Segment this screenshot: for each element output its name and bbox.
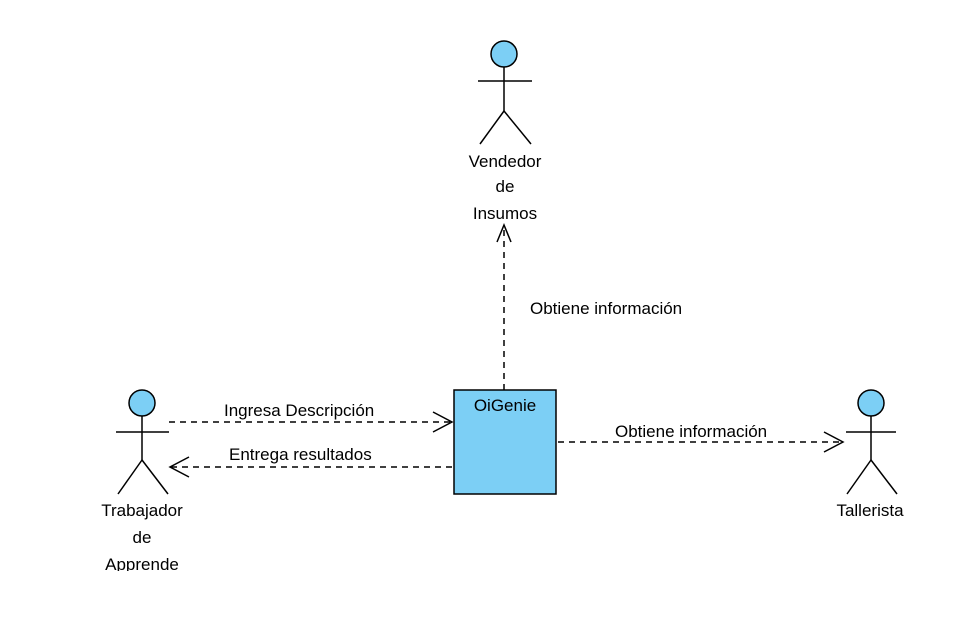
actor-vendedor-label-line-1: Vendedor (469, 152, 542, 171)
actor-tallerista-label: Tallerista (836, 501, 904, 520)
actor-trabajador-left-leg (117, 459, 143, 495)
actor-tallerista: Tallerista (836, 389, 904, 520)
actor-tallerista-left-leg (846, 459, 872, 495)
dependency-to-tallerista-label: Obtiene información (615, 422, 767, 441)
dependency-to-vendedor-label: Obtiene información (530, 299, 682, 318)
actor-trabajador-right-leg (141, 459, 169, 495)
actor-tallerista-head (857, 389, 885, 417)
actor-trabajador-label-line-3: Apprende (105, 555, 179, 571)
actor-vendedor-left-leg (479, 110, 505, 145)
actor-trabajador-de-apprende: Trabajador de Apprende (101, 389, 183, 571)
actor-trabajador-head (128, 389, 156, 417)
dependency-to-trabajador: Entrega resultados (168, 445, 452, 478)
dependency-to-vendedor: Obtiene información (496, 223, 682, 390)
dependency-to-trabajador-label: Entrega resultados (229, 445, 372, 464)
system-oigenie-label: OiGenie (474, 396, 536, 415)
actor-vendedor-label-line-3: Insumos (473, 204, 537, 223)
actor-trabajador-label-line-2: de (133, 528, 152, 547)
actor-vendedor-head (490, 40, 518, 68)
dependency-to-trabajador-arrowhead (168, 456, 190, 478)
system-oigenie-box[interactable] (453, 389, 557, 495)
actor-vendedor-right-leg (503, 110, 532, 145)
dependency-to-tallerista: Obtiene información (558, 422, 845, 453)
actor-vendedor-label-line-2: de (496, 177, 515, 196)
actor-vendedor-de-insumos: Vendedor de Insumos (469, 40, 542, 223)
dependency-to-system: Ingresa Descripción (169, 401, 454, 433)
dependency-to-system-arrowhead (432, 411, 454, 433)
dependency-to-system-label: Ingresa Descripción (224, 401, 374, 420)
system-oigenie[interactable]: OiGenie (453, 389, 557, 495)
actor-trabajador-label-line-1: Trabajador (101, 501, 183, 520)
dependency-to-vendedor-arrowhead (496, 223, 512, 243)
dependency-to-tallerista-arrowhead (823, 431, 845, 453)
actor-tallerista-right-leg (870, 459, 898, 495)
